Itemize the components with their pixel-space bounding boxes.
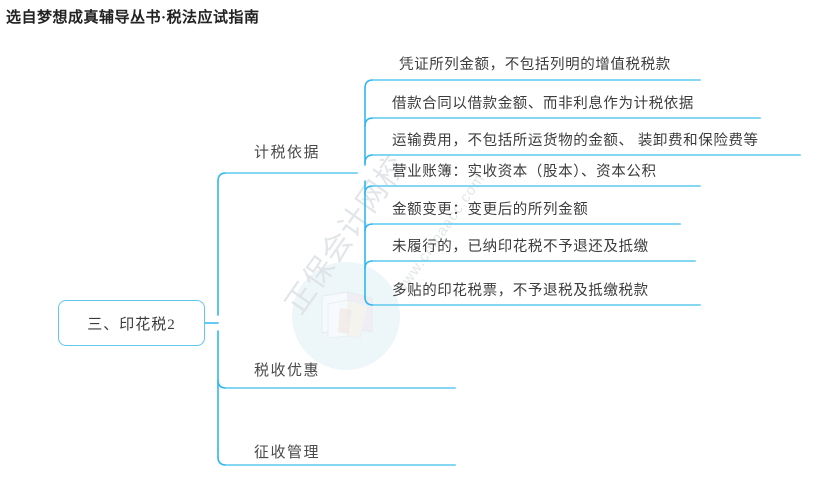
leaf-label-5[interactable]: 金额变更：变更后的所列金额: [392, 202, 589, 218]
root-node-label: 三、印花税2: [87, 316, 176, 333]
branch-label-zhengshouguanli[interactable]: 征收管理: [254, 445, 321, 461]
root-node[interactable]: 三、印花税2: [58, 300, 205, 346]
branch-label-jishuiyiju[interactable]: 计税依据: [254, 145, 321, 161]
page-title: 选自梦想成真辅导丛书·税法应试指南: [6, 10, 260, 26]
branch-label-shuishouyouhui[interactable]: 税收优惠: [254, 363, 321, 379]
leaf-label-4[interactable]: 营业账簿：实收资本（股本）、资本公积: [392, 164, 657, 180]
leaf-label-1[interactable]: 凭证所列金额，不包括列明的增值税税款: [399, 57, 671, 73]
leaf-label-2[interactable]: 借款合同以借款金额、而非利息作为计税依据: [392, 96, 694, 112]
leaf-label-6[interactable]: 未履行的，已纳印花税不予退还及抵缴: [392, 239, 649, 255]
leaf-label-3[interactable]: 运输费用，不包括所运货物的金额、 装卸费和保险费等: [392, 133, 759, 149]
leaf-label-7[interactable]: 多贴的印花税票，不予退税及抵缴税款: [392, 283, 649, 299]
